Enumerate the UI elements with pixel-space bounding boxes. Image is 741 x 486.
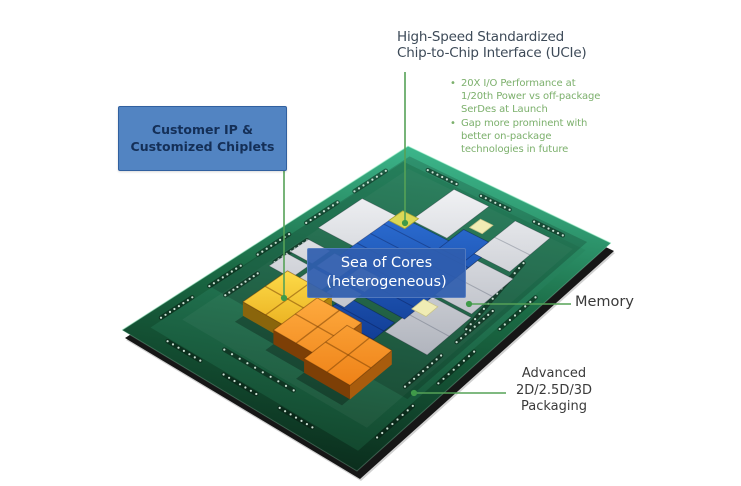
pointer-dot-customer [280, 294, 288, 302]
bullet-line: technologies in future [461, 144, 569, 156]
bullet-item: • 20X I/O Performance at 1/20th Power vs… [450, 77, 620, 117]
ucie-bullet-list: • 20X I/O Performance at 1/20th Power vs… [450, 77, 620, 156]
pointer-dot-packaging [410, 389, 418, 397]
pointer-ucie [401, 72, 409, 227]
bullet-line: SerDes at Launch [461, 104, 548, 116]
pad-strip [374, 403, 416, 440]
pad-strip [478, 193, 512, 212]
pad-strip [223, 271, 260, 298]
ucie-heading-line1: High-Speed Standardized [397, 29, 565, 45]
pointer-memory [465, 300, 571, 308]
pad-strip [303, 200, 340, 226]
sea-of-cores-line1: Sea of Cores [340, 254, 433, 271]
pad-strip [425, 167, 459, 187]
tile-pale-2 [411, 298, 439, 317]
packaging-line1: Advanced [521, 366, 587, 381]
bullet-marker: • [450, 117, 456, 129]
cube-3-side-west [304, 358, 350, 400]
pointer-customer [280, 170, 288, 302]
die-slab-b [410, 188, 490, 239]
pad-strip [158, 295, 195, 320]
pad-strip [497, 295, 538, 332]
pad-strip [165, 338, 203, 363]
pad-strip [221, 372, 259, 397]
pad-strip [454, 308, 495, 345]
packaging-line2: 2D/2.5D/3D [515, 382, 592, 398]
pointer-dot-memory [465, 300, 473, 308]
memory-label: Memory [575, 294, 634, 310]
pad-strip [207, 263, 243, 289]
bullet-line: 1/20th Power vs off-package [461, 91, 601, 103]
pad-strip [531, 219, 566, 238]
pad-strip [222, 347, 296, 393]
sea-of-cores-overlay: Sea of Cores (heterogeneous) [307, 248, 466, 298]
pad-strip [352, 168, 389, 194]
packaging-label: Advanced 2D/2.5D/3D Packaging [497, 366, 611, 416]
pad-strip [402, 353, 444, 389]
bullet-line: better on-package [461, 130, 552, 142]
pointer-packaging [410, 389, 506, 397]
die-slab-c [473, 220, 551, 273]
ucie-heading: High-Speed Standardized Chip-to-Chip Int… [397, 29, 622, 61]
cube-3 [296, 324, 393, 406]
customer-ip-line2: Customized Chiplets [130, 138, 275, 154]
tile-pale-1 [468, 218, 494, 235]
sea-of-cores-line2: (heterogeneous) [326, 274, 447, 290]
bullet-marker: • [450, 78, 456, 89]
pad-strip [436, 349, 477, 386]
bullet-item: • Gap more prominent with better on-pack… [450, 117, 620, 157]
packaging-line3: Packaging [521, 399, 587, 414]
customer-ip-callout: Customer IP & Customized Chiplets [118, 106, 287, 171]
customer-ip-line1: Customer IP & [151, 122, 254, 137]
bullet-line: Gap more prominent with [461, 117, 588, 129]
bullet-line: 20X I/O Performance at [461, 78, 576, 89]
cube-3-side-south [350, 350, 392, 400]
board-plateau [150, 161, 586, 451]
pad-strip [277, 405, 315, 430]
ucie-tile [388, 210, 420, 230]
ucie-heading-line2: Chip-to-Chip Interface (UCIe) [397, 45, 587, 61]
pointer-dot-ucie [401, 219, 409, 227]
